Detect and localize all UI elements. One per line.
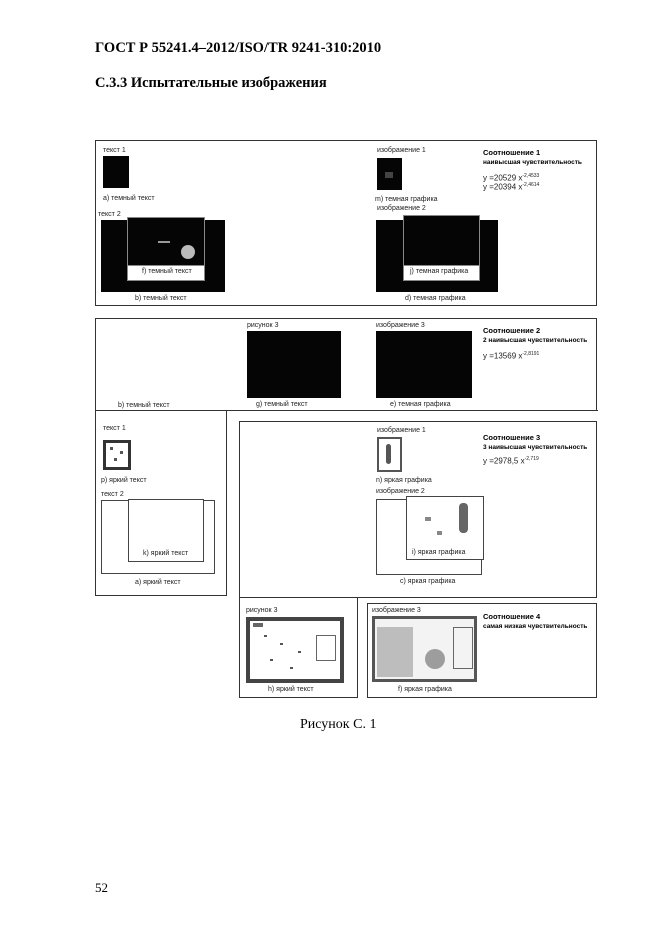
label-image2-bright: изображение 2	[376, 488, 425, 495]
dot	[264, 635, 267, 637]
label-h-bright-text: h) яркий текст	[268, 686, 314, 693]
label-text1-dark: текст 1	[103, 147, 126, 154]
label-text2-bright: текст 2	[101, 491, 124, 498]
dot	[298, 651, 301, 653]
label-image1-bright: изображение 1	[377, 427, 426, 434]
label-a-bright-text: а) яркий текст	[135, 579, 181, 586]
document-title: ГОСТ Р 55241.4–2012/ISO/TR 9241-310:2010	[95, 40, 382, 56]
label-text1-bright: текст 1	[103, 425, 126, 432]
side-panel	[316, 635, 336, 661]
ratio-4-title: Соотношение 4	[483, 612, 541, 621]
image-bright-text-k	[128, 499, 204, 562]
label-k-bright-text: k) яркий текст	[143, 550, 189, 557]
eq-base: y =13569 x	[483, 351, 523, 361]
thumbnail-dark-text-1	[103, 156, 129, 188]
graphic-blob	[437, 531, 442, 535]
dot	[120, 451, 123, 454]
eq2-exponent: -2,4614	[522, 182, 540, 188]
ratio-1-equation-2: y =20394 x-2,4614	[483, 182, 539, 192]
eq2-base: y =20394 x	[483, 182, 523, 192]
label-b-dark-text-2: b) темный текст	[118, 402, 170, 409]
image-bright-graphic-f	[372, 616, 477, 682]
thumbnail-dark-image-1	[377, 158, 402, 190]
thumbnail-bright-text-1	[103, 440, 131, 470]
label-image1-dark: изображение 1	[377, 147, 426, 154]
label-g-dark-text: g) темный текст	[256, 401, 308, 408]
eq1-base: y =20529 x	[483, 173, 523, 183]
thumbnail-glyph	[385, 172, 393, 178]
label-e-dark-graphic: е) темная графика	[390, 401, 451, 408]
ratio-3-title: Соотношение 3	[483, 433, 541, 442]
label-a-dark-text: а) темный текст	[103, 195, 155, 202]
panel-ratio-4	[367, 603, 597, 698]
label-f-dark-text: f) темный текст	[142, 268, 192, 275]
thumbnail-glyph	[386, 444, 391, 464]
label-b-dark-text: b) темный текст	[135, 295, 187, 302]
panel-ratio-4-left	[239, 598, 358, 698]
label-fig3-bright: рисунок 3	[246, 607, 278, 614]
map-area	[425, 649, 445, 669]
ratio-1-equation-1: y =20529 x-2,4533	[483, 173, 539, 183]
label-i-bright-graphic: i) яркая графика	[412, 549, 466, 556]
ratio-4-subtitle: самая низкая чувствительность	[483, 623, 588, 630]
icon-bar	[253, 623, 263, 627]
eq1-exponent: -2,4533	[522, 173, 540, 179]
label-fig3-dark: рисунок 3	[247, 322, 279, 329]
figure-caption: Рисунок С. 1	[300, 717, 377, 732]
label-f-bright-graphic: f) яркая графика	[398, 686, 452, 693]
ratio-2-equation: y =13569 x-2,8191	[483, 351, 539, 361]
label-box-j	[403, 265, 480, 281]
ratio-2-title: Соотношение 2	[483, 326, 541, 335]
label-m-dark-graphic: m) темная графика	[375, 196, 438, 203]
map-area	[377, 627, 413, 677]
sun-glyph-icon	[181, 245, 195, 259]
text-glyph	[158, 241, 170, 243]
label-box-f	[127, 265, 205, 281]
page-number: 52	[95, 880, 108, 895]
ratio-2-subtitle: 2 наивысшая чувствительность	[483, 337, 588, 344]
panel-ratio-3-left	[95, 411, 227, 596]
image-bright-text-h	[246, 617, 344, 683]
graphic-blob	[459, 503, 468, 533]
dot	[280, 643, 283, 645]
label-c-bright-graphic: с) яркая графика	[400, 578, 456, 585]
image-bright-graphic-i	[406, 496, 484, 560]
label-image3-bright: изображение 3	[372, 607, 421, 614]
dot	[270, 659, 273, 661]
panel-ratio-1	[95, 140, 597, 306]
ratio-1-title: Соотношение 1	[483, 148, 541, 157]
panel-ratio-3	[239, 421, 597, 598]
image-dark-graphic-e	[376, 331, 472, 398]
eq-exponent: -2,8191	[522, 351, 540, 357]
label-n-bright-graphic: n) яркая графика	[376, 477, 432, 484]
ratio-1-subtitle: наивысшая чувствительность	[483, 159, 582, 166]
dot	[290, 667, 293, 669]
eq-exponent: -2,719	[524, 456, 539, 462]
label-j-dark-graphic: j) темная графика	[410, 268, 469, 275]
label-p-bright-text: р) яркий текст	[101, 477, 147, 484]
graphic-blob	[425, 517, 431, 521]
ratio-3-subtitle: 3 наивысшая чувствительность	[483, 444, 588, 451]
side-panel	[453, 627, 473, 669]
section-title: С.3.3 Испытательные изображения	[95, 75, 327, 91]
eq-base: y =2978,5 x	[483, 456, 525, 466]
thumbnail-bright-image-1	[377, 437, 402, 472]
label-text2-dark: текст 2	[98, 211, 121, 218]
panel-divider	[227, 410, 598, 411]
ratio-3-equation: y =2978,5 x-2,719	[483, 456, 539, 466]
label-image2-dark: изображение 2	[377, 205, 426, 212]
label-d-dark-graphic: d) темная графика	[405, 295, 466, 302]
image-dark-text-g	[247, 331, 341, 398]
label-image3-dark: изображение 3	[376, 322, 425, 329]
dot	[114, 458, 117, 461]
dot	[110, 447, 113, 450]
